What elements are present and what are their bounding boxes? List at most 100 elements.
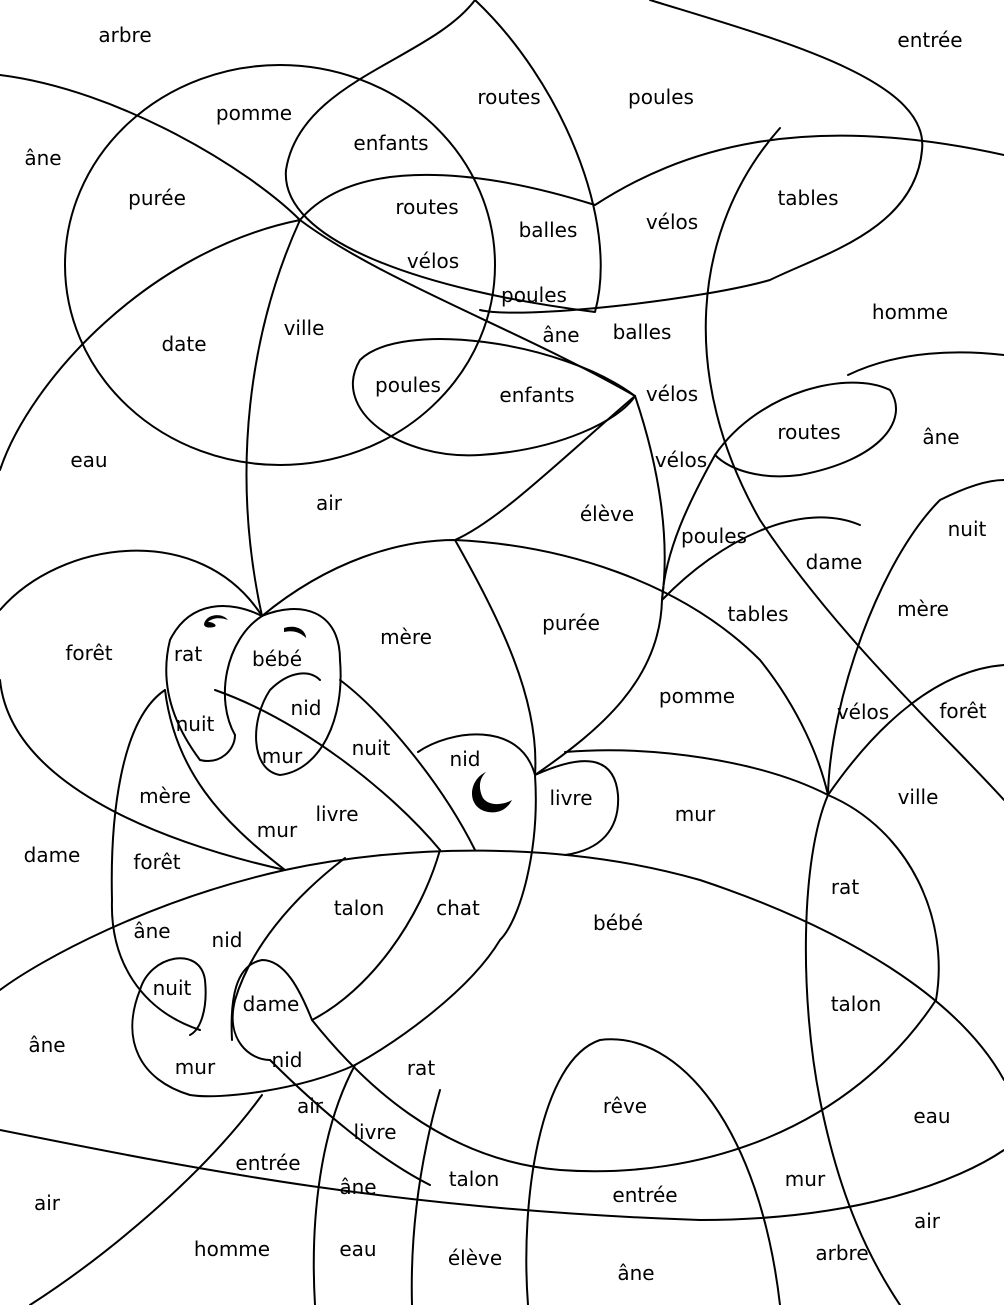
- word-label: âne: [133, 919, 171, 943]
- outline-mere: [110, 689, 201, 1031]
- word-label: chat: [436, 896, 480, 920]
- word-label: dame: [23, 843, 81, 867]
- outline-arc-left: [0, 219, 301, 471]
- word-label: forêt: [133, 850, 181, 874]
- word-label: air: [33, 1191, 61, 1215]
- word-label: rat: [173, 642, 203, 666]
- outline-livre-top: [214, 689, 441, 851]
- word-label: purée: [542, 611, 600, 635]
- word-label: eau: [70, 448, 108, 472]
- word-label: rat: [830, 875, 860, 899]
- word-label: vélos: [645, 210, 699, 234]
- word-label: mur: [261, 744, 303, 768]
- word-label: mur: [256, 818, 298, 842]
- outline-ear-inner: [223, 615, 263, 736]
- outline-top-right-lobe: [479, 0, 924, 314]
- word-label: dame: [242, 992, 300, 1016]
- word-label: vélos: [645, 382, 699, 406]
- word-label: entrée: [612, 1183, 678, 1207]
- word-label: talon: [448, 1167, 500, 1191]
- outline-body-bottom: [311, 794, 940, 1173]
- word-label: forêt: [939, 699, 987, 723]
- outline-lobe-routes: [714, 381, 897, 478]
- word-label: bébé: [252, 647, 302, 671]
- word-label: entrée: [897, 28, 963, 52]
- word-label: eau: [913, 1104, 951, 1128]
- word-label: date: [161, 332, 207, 356]
- word-label: mur: [174, 1055, 216, 1079]
- outline-mur-top: [564, 749, 829, 796]
- outline-ear-left: [165, 605, 263, 762]
- word-label: mur: [784, 1167, 826, 1191]
- word-label: âne: [542, 323, 580, 347]
- word-label: nuit: [152, 976, 192, 1000]
- outline-body-left: [0, 869, 286, 991]
- word-label: pomme: [215, 101, 293, 125]
- outline-circle-left: [64, 64, 496, 466]
- word-label: air: [315, 491, 343, 515]
- word-label: arbre: [815, 1241, 869, 1265]
- word-label: eau: [339, 1237, 377, 1261]
- word-label: ville: [897, 785, 939, 809]
- word-label: élève: [579, 502, 635, 526]
- outline-foret-bottom: [0, 679, 286, 871]
- word-label: forêt: [65, 641, 113, 665]
- outline-leg-mid2: [410, 1089, 441, 1305]
- outline-lobe-top: [847, 351, 1004, 376]
- word-label: nuit: [175, 712, 215, 736]
- word-label: livre: [549, 786, 593, 810]
- outline-nid-moon: [417, 733, 536, 776]
- outline-mur-mid: [339, 679, 476, 851]
- word-label: nid: [271, 1048, 303, 1072]
- word-label: enfants: [353, 131, 429, 155]
- word-label: poules: [681, 524, 747, 548]
- word-label: ville: [283, 316, 325, 340]
- word-label: âne: [922, 425, 960, 449]
- word-label: balles: [612, 320, 672, 344]
- word-label: dame: [805, 550, 863, 574]
- word-label: nid: [290, 696, 322, 720]
- outline-stem: [245, 219, 301, 617]
- eye-right-icon: [284, 626, 306, 638]
- outline-head-right: [534, 599, 663, 776]
- word-label: âne: [617, 1261, 655, 1285]
- word-label: air: [913, 1209, 941, 1233]
- word-label: routes: [395, 195, 459, 219]
- word-label: air: [296, 1094, 324, 1118]
- word-label: pomme: [658, 684, 736, 708]
- outline-band-top: [299, 134, 1004, 221]
- word-label: vélos: [836, 700, 890, 724]
- outline-head-top: [261, 539, 829, 796]
- outline-right-tall: [704, 127, 1004, 801]
- word-label: poules: [628, 85, 694, 109]
- outline-right-arc-2: [827, 664, 1004, 796]
- word-label: routes: [477, 85, 541, 109]
- word-label: homme: [871, 300, 949, 324]
- outline-nuit-small: [139, 957, 207, 1036]
- eye-left-icon: [204, 615, 228, 628]
- outline-livre-bottom: [269, 1059, 431, 1186]
- word-label: purée: [128, 186, 186, 210]
- word-label: balles: [518, 218, 578, 242]
- outline-dame: [230, 849, 441, 1041]
- outline-ear-right: [255, 608, 342, 776]
- word-label: talon: [333, 896, 385, 920]
- word-label: bébé: [593, 911, 643, 935]
- outline-right-leg: [804, 794, 901, 1305]
- word-label: nid: [211, 928, 243, 952]
- word-label: livre: [353, 1120, 397, 1144]
- word-label: âne: [24, 146, 62, 170]
- outline-reve: [525, 1038, 781, 1305]
- word-label: poules: [375, 373, 441, 397]
- word-label: mère: [897, 597, 949, 621]
- outline-band-bottom: [0, 1129, 1004, 1221]
- word-label: talon: [830, 992, 882, 1016]
- word-label: élève: [447, 1246, 503, 1270]
- outline-head-split: [454, 539, 537, 776]
- outline-foret-top: [0, 549, 263, 617]
- word-label: nid: [449, 747, 481, 771]
- word-label: nuit: [947, 517, 987, 541]
- word-label: entrée: [235, 1151, 301, 1175]
